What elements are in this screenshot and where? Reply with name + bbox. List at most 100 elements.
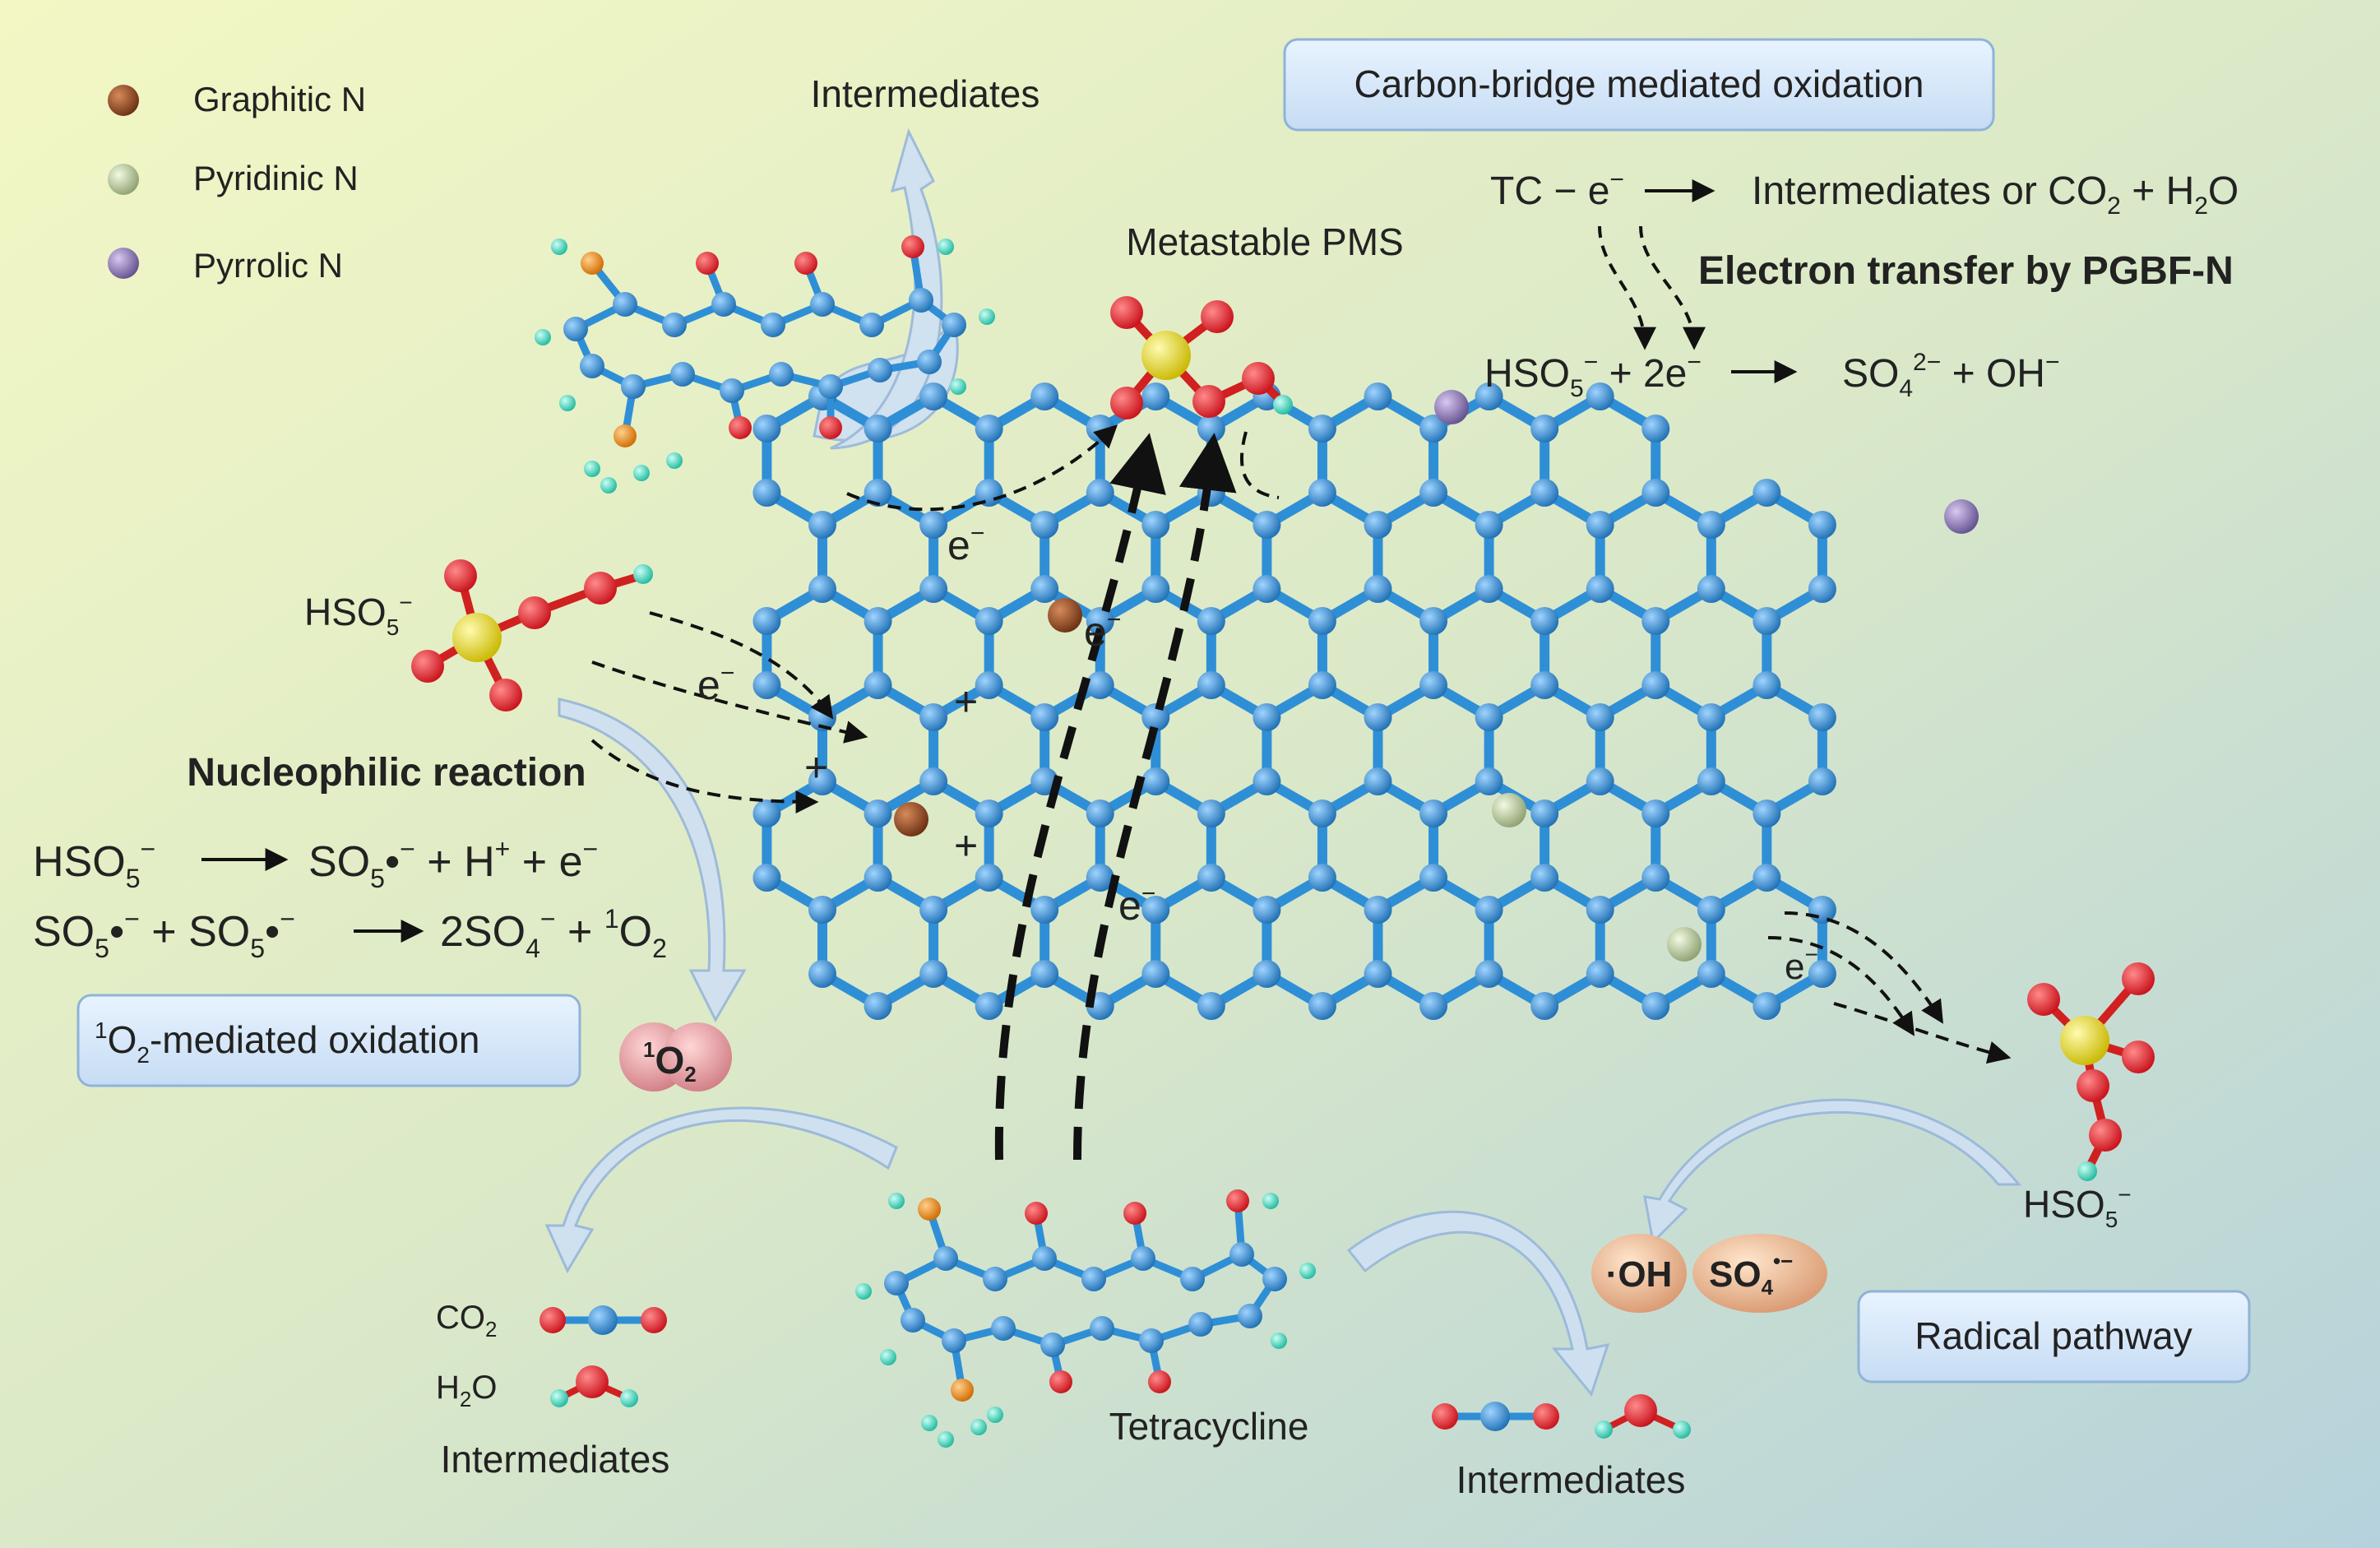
- graphene-lattice: [752, 382, 1836, 1020]
- lattice-carbon-atom: [1253, 896, 1281, 924]
- lattice-carbon-atom: [752, 671, 781, 699]
- singlet-oxygen-box: 1O2-mediated oxidation: [76, 994, 581, 1087]
- lattice-carbon-atom: [1475, 960, 1503, 988]
- lattice-carbon-atom: [1530, 415, 1559, 443]
- lattice-carbon-atom: [1475, 703, 1503, 731]
- lattice-carbon-atom: [1586, 960, 1614, 988]
- hso5-right-molecule: [2027, 962, 2155, 1181]
- lattice-carbon-atom: [752, 607, 781, 635]
- lattice-carbon-atom: [1030, 511, 1059, 539]
- lattice-carbon-atom: [1808, 960, 1836, 988]
- lattice-carbon-atom: [975, 415, 1003, 443]
- lattice-carbon-atom: [1141, 896, 1170, 924]
- svg-text:SO5•− + SO5•−: SO5•− + SO5•−: [33, 904, 295, 963]
- lattice-carbon-atom: [1364, 382, 1392, 410]
- lattice-carbon-atom: [1086, 607, 1114, 635]
- lattice-carbon-atom: [1641, 479, 1670, 507]
- electron-transfer-label: Electron transfer by PGBF-N: [1698, 249, 2234, 293]
- h2o-molecule-mid: [1595, 1394, 1691, 1439]
- lattice-carbon-atom: [919, 767, 948, 795]
- lattice-carbon-atom: [1308, 864, 1336, 892]
- lattice-carbon-atom: [1364, 511, 1392, 539]
- lattice-carbon-atom: [1308, 479, 1336, 507]
- lattice-carbon-atom: [1697, 896, 1725, 924]
- h2o-label: H2O: [436, 1370, 497, 1411]
- lattice-carbon-atom: [1364, 896, 1392, 924]
- hso5-left-molecule: [411, 559, 653, 711]
- lattice-carbon-atom: [1419, 671, 1448, 699]
- lattice-carbon-atom: [1753, 864, 1781, 892]
- lattice-carbon-atom: [1475, 511, 1503, 539]
- lattice-carbon-atom: [1753, 799, 1781, 827]
- lattice-carbon-atom: [1308, 992, 1336, 1020]
- lattice-carbon-atom: [1364, 767, 1392, 795]
- nucleophilic-equation-2: SO5•− + SO5•− 2SO4− + 1O2: [33, 904, 667, 963]
- pyrrolic-n-atom: [1434, 390, 1469, 424]
- lattice-carbon-atom: [752, 415, 781, 443]
- lattice-carbon-atom: [1419, 415, 1448, 443]
- lattice-carbon-atom: [1753, 607, 1781, 635]
- lattice-carbon-atom: [864, 671, 892, 699]
- intermediates-mid-label: Intermediates: [1456, 1458, 1686, 1501]
- lattice-carbon-atom: [1030, 575, 1059, 603]
- lattice-carbon-atom: [1253, 703, 1281, 731]
- nucleophilic-reaction-label: Nucleophilic reaction: [187, 751, 586, 795]
- intermediates-top-label: Intermediates: [811, 72, 1040, 115]
- lattice-carbon-atom: [1530, 864, 1559, 892]
- svg-text:SO42− + OH−: SO42− + OH−: [1842, 349, 2060, 402]
- carbon-bridge-box: Carbon-bridge mediated oxidation: [1283, 38, 1995, 132]
- lattice-carbon-atom: [1641, 607, 1670, 635]
- singlet-oxygen-label: 1O2-mediated oxidation: [95, 1017, 479, 1068]
- lattice-carbon-atom: [864, 799, 892, 827]
- lattice-carbon-atom: [1308, 799, 1336, 827]
- lattice-carbon-atom: [1086, 415, 1114, 443]
- lattice-carbon-atom: [975, 799, 1003, 827]
- lattice-carbon-atom: [1475, 575, 1503, 603]
- lattice-carbon-atom: [1308, 415, 1336, 443]
- lattice-carbon-atom: [1030, 960, 1059, 988]
- thick-dashed-pathways: [994, 433, 1237, 1161]
- pyridinic-n-atom: [1492, 793, 1526, 827]
- h2o-molecule-left: [550, 1365, 638, 1407]
- lattice-carbon-atom: [752, 799, 781, 827]
- electron-labels: e− e− e− e− e−: [697, 520, 1818, 987]
- lattice-carbon-atom: [1475, 382, 1503, 410]
- svg-text:HSO5−: HSO5−: [33, 834, 155, 893]
- lattice-carbon-atom: [919, 896, 948, 924]
- lattice-carbon-atom: [1586, 767, 1614, 795]
- pyridinic-n-atom: [1667, 927, 1702, 962]
- lattice-carbon-atom: [919, 575, 948, 603]
- svg-text:SO5•− + H+ + e−: SO5•− + H+ + e−: [308, 834, 598, 893]
- svg-text:e−: e−: [697, 660, 734, 708]
- svg-text:TC − e−: TC − e−: [1490, 166, 1624, 213]
- svg-text:e−: e−: [1118, 880, 1155, 929]
- legend-graphitic-label: Graphitic N: [193, 80, 366, 118]
- lattice-carbon-atom: [1141, 767, 1170, 795]
- lattice-carbon-atom: [1586, 896, 1614, 924]
- lattice-carbon-atom: [1253, 575, 1281, 603]
- svg-text:·OH: ·OH: [1606, 1254, 1673, 1295]
- svg-text:e−: e−: [1785, 942, 1818, 987]
- lattice-carbon-atom: [1141, 575, 1170, 603]
- lattice-carbon-atom: [808, 767, 836, 795]
- tetracycline-bottom-molecule: [855, 1189, 1316, 1448]
- lattice-carbon-atom: [1086, 671, 1114, 699]
- lattice-carbon-atom: [1753, 992, 1781, 1020]
- lattice-carbon-atom: [1086, 479, 1114, 507]
- lattice-carbon-atom: [1808, 575, 1836, 603]
- hso5-reduction-equation: HSO5− + 2e− SO42− + OH−: [1484, 349, 2060, 402]
- lattice-carbon-atom: [1641, 671, 1670, 699]
- svg-text:e−: e−: [1084, 606, 1121, 655]
- lattice-carbon-atom: [1141, 382, 1170, 410]
- lattice-carbon-atom: [864, 607, 892, 635]
- svg-text:+: +: [954, 823, 978, 869]
- lattice-carbon-atom: [1586, 703, 1614, 731]
- lattice-carbon-atom: [1753, 479, 1781, 507]
- legend-graphitic-swatch: [108, 85, 139, 116]
- legend: Graphitic N Pyridinic N Pyrrolic N: [108, 80, 366, 285]
- lattice-carbon-atom: [808, 896, 836, 924]
- lattice-carbon-atom: [1197, 671, 1225, 699]
- lattice-carbon-atom: [1697, 703, 1725, 731]
- lattice-carbon-atom: [1141, 511, 1170, 539]
